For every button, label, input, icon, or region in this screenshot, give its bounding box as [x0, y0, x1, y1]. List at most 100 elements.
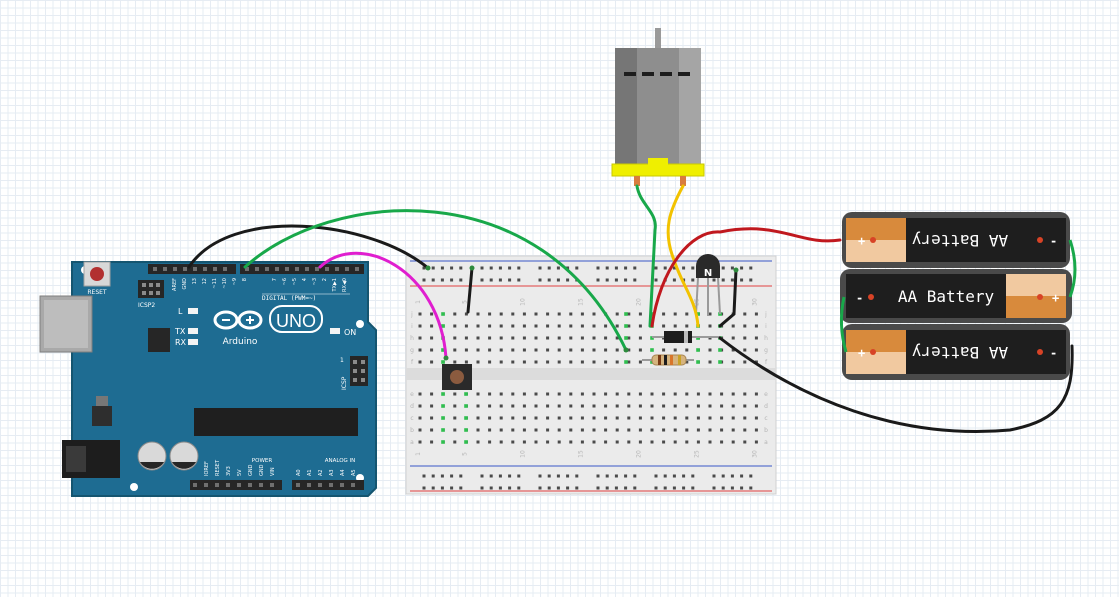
- rail-hole[interactable]: [614, 474, 618, 478]
- rail-hole[interactable]: [691, 486, 695, 490]
- breadboard-hole[interactable]: [569, 312, 573, 316]
- breadboard-hole[interactable]: [708, 404, 712, 408]
- rail-hole[interactable]: [517, 486, 521, 490]
- rail-hole[interactable]: [517, 278, 521, 282]
- rail-hole[interactable]: [440, 266, 444, 270]
- breadboard-hole[interactable]: [662, 440, 666, 444]
- breadboard-hole[interactable]: [743, 360, 747, 364]
- rail-hole[interactable]: [566, 266, 570, 270]
- breadboard-hole[interactable]: [534, 404, 538, 408]
- breadboard-hole[interactable]: [650, 428, 654, 432]
- header-pin[interactable]: [237, 483, 241, 487]
- breadboard-hole[interactable]: [754, 404, 758, 408]
- breadboard-hole[interactable]: [731, 440, 735, 444]
- breadboard-hole[interactable]: [673, 348, 677, 352]
- breadboard-hole[interactable]: [534, 336, 538, 340]
- breadboard-hole[interactable]: [522, 324, 526, 328]
- breadboard-hole[interactable]: [708, 312, 712, 316]
- rail-hole[interactable]: [663, 486, 667, 490]
- rail-hole[interactable]: [624, 486, 628, 490]
- breadboard-hole[interactable]: [696, 440, 700, 444]
- breadboard-hole[interactable]: [673, 428, 677, 432]
- rail-hole[interactable]: [489, 278, 493, 282]
- breadboard-hole[interactable]: [557, 428, 561, 432]
- breadboard-hole[interactable]: [673, 440, 677, 444]
- breadboard-hole[interactable]: [615, 404, 619, 408]
- breadboard-hole[interactable]: [488, 392, 492, 396]
- breadboard-hole[interactable]: [418, 392, 422, 396]
- breadboard-hole[interactable]: [592, 440, 596, 444]
- header-pin[interactable]: [335, 267, 339, 271]
- rail-hole[interactable]: [596, 266, 600, 270]
- breadboard-hole[interactable]: [604, 416, 608, 420]
- rail-hole[interactable]: [508, 266, 512, 270]
- wire-pin9-to-resistor[interactable]: [243, 209, 628, 352]
- breadboard-hole[interactable]: [569, 360, 573, 364]
- breadboard-hole[interactable]: [511, 312, 515, 316]
- breadboard-hole[interactable]: [650, 404, 654, 408]
- breadboard-hole[interactable]: [418, 312, 422, 316]
- rail-hole[interactable]: [721, 486, 725, 490]
- rail-hole[interactable]: [556, 474, 560, 478]
- header-pin[interactable]: [305, 267, 309, 271]
- breadboard-hole[interactable]: [580, 416, 584, 420]
- breadboard-hole[interactable]: [580, 312, 584, 316]
- breadboard-hole[interactable]: [569, 324, 573, 328]
- breadboard-hole[interactable]: [499, 440, 503, 444]
- breadboard-hole[interactable]: [534, 360, 538, 364]
- breadboard-hole[interactable]: [476, 404, 480, 408]
- header-pin[interactable]: [318, 483, 322, 487]
- breadboard-hole[interactable]: [453, 348, 457, 352]
- breadboard-hole[interactable]: [430, 324, 434, 328]
- rail-hole[interactable]: [721, 266, 725, 270]
- push-button-cap[interactable]: [450, 370, 464, 384]
- breadboard-hole[interactable]: [580, 348, 584, 352]
- breadboard-hole[interactable]: [638, 392, 642, 396]
- wire-motor-left[interactable]: [635, 184, 657, 328]
- rail-hole[interactable]: [712, 486, 716, 490]
- rail-hole[interactable]: [498, 474, 502, 478]
- rail-hole[interactable]: [730, 266, 734, 270]
- rail-hole[interactable]: [547, 486, 551, 490]
- breadboard-hole[interactable]: [627, 440, 631, 444]
- rail-hole[interactable]: [459, 486, 463, 490]
- breadboard-hole[interactable]: [731, 416, 735, 420]
- breadboard-hole[interactable]: [627, 428, 631, 432]
- breadboard-hole[interactable]: [708, 360, 712, 364]
- breadboard-hole[interactable]: [731, 360, 735, 364]
- breadboard-hole[interactable]: [476, 360, 480, 364]
- header-pin[interactable]: [351, 483, 355, 487]
- breadboard-hole[interactable]: [673, 416, 677, 420]
- breadboard-hole[interactable]: [754, 392, 758, 396]
- header-pin[interactable]: [215, 483, 219, 487]
- rail-hole[interactable]: [556, 486, 560, 490]
- breadboard-hole[interactable]: [580, 392, 584, 396]
- breadboard-hole[interactable]: [569, 336, 573, 340]
- rail-hole[interactable]: [712, 474, 716, 478]
- rail-hole[interactable]: [740, 278, 744, 282]
- breadboard-hole[interactable]: [673, 392, 677, 396]
- breadboard-hole[interactable]: [499, 312, 503, 316]
- breadboard-hole[interactable]: [720, 404, 724, 408]
- breadboard-hole[interactable]: [627, 416, 631, 420]
- breadboard-hole[interactable]: [430, 312, 434, 316]
- breadboard-hole[interactable]: [754, 428, 758, 432]
- rail-hole[interactable]: [730, 278, 734, 282]
- push-button[interactable]: [442, 364, 472, 390]
- breadboard-hole[interactable]: [453, 428, 457, 432]
- breadboard-hole[interactable]: [557, 440, 561, 444]
- breadboard-hole[interactable]: [638, 360, 642, 364]
- breadboard-hole[interactable]: [592, 348, 596, 352]
- breadboard-hole[interactable]: [615, 360, 619, 364]
- breadboard-hole[interactable]: [511, 348, 515, 352]
- breadboard-hole[interactable]: [731, 324, 735, 328]
- rail-hole[interactable]: [422, 486, 426, 490]
- breadboard-hole[interactable]: [592, 324, 596, 328]
- rail-hole[interactable]: [480, 266, 484, 270]
- rail-hole[interactable]: [730, 486, 734, 490]
- breadboard-hole[interactable]: [743, 428, 747, 432]
- breadboard-hole[interactable]: [604, 404, 608, 408]
- breadboard-hole[interactable]: [534, 416, 538, 420]
- breadboard-hole[interactable]: [557, 336, 561, 340]
- breadboard-hole[interactable]: [685, 392, 689, 396]
